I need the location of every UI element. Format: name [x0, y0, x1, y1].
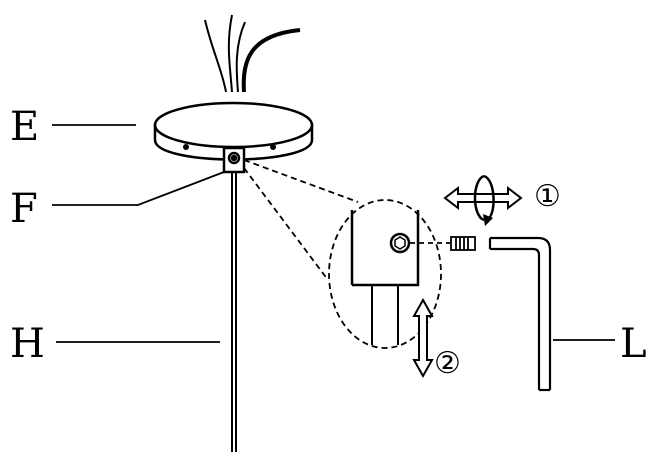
set-screw: [450, 236, 476, 251]
rotate-arrow-icon: [443, 174, 523, 226]
detail-view: [328, 199, 450, 349]
step-one-marker: ①: [534, 179, 561, 214]
suspension-rod: [231, 172, 237, 452]
label-e: E: [10, 104, 39, 150]
set-screw-hole: [389, 232, 411, 254]
label-l: L: [620, 321, 647, 367]
label-h: H: [10, 321, 45, 367]
leader-lines: [52, 124, 615, 343]
label-f: F: [10, 186, 38, 232]
step-two-marker: ②: [434, 346, 461, 381]
allen-key: [488, 236, 552, 392]
cable-clamp: [222, 146, 246, 174]
supply-wires: [204, 14, 301, 93]
magnifier-lines: [243, 159, 359, 281]
vertical-adjust-arrow-icon: [412, 297, 434, 379]
